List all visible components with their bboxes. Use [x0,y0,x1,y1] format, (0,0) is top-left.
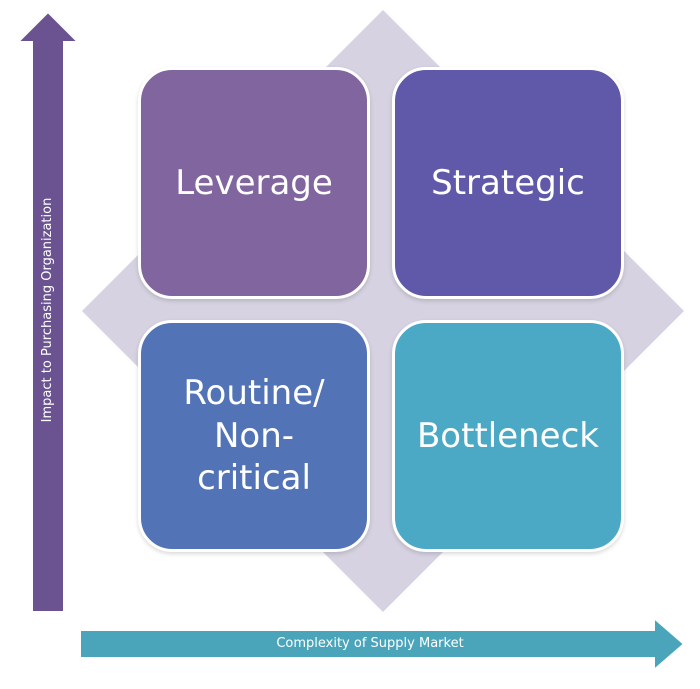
quadrant-strategic-label: Strategic [431,162,585,203]
horizontal-axis-label: Complexity of Supply Market [276,636,464,651]
quadrant-routine-noncritical-label: Routine/ Non- critical [183,373,325,499]
quadrant-leverage-label: Leverage [175,162,333,203]
quadrant-leverage: Leverage [138,67,370,299]
quadrant-bottleneck-label: Bottleneck [416,415,599,456]
quadrant-strategic: Strategic [392,67,624,299]
quadrant-bottleneck: Bottleneck [392,320,624,552]
vertical-axis-label: Impact to Purchasing Organization [40,197,55,423]
quadrant-routine-noncritical: Routine/ Non- critical [138,320,370,552]
